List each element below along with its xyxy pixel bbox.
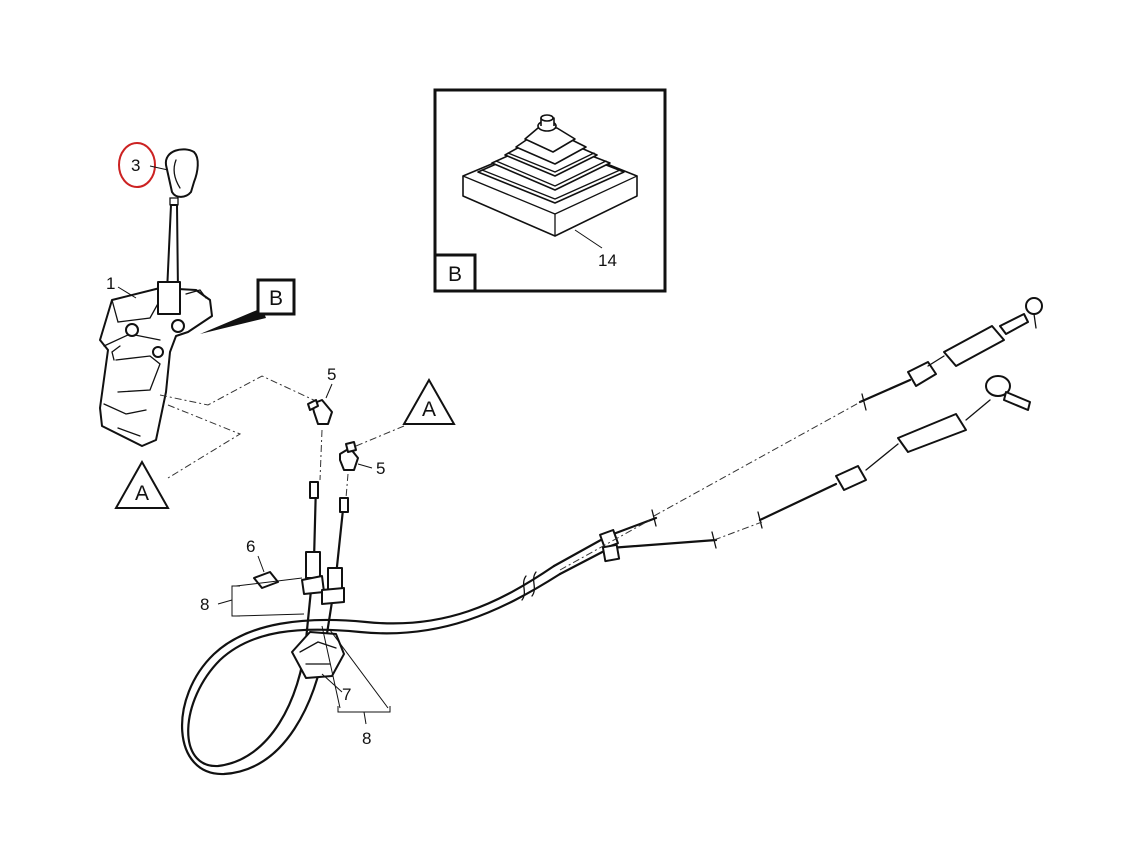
detail-inset-b: B 14 bbox=[433, 88, 667, 293]
inset-tag-letter: B bbox=[448, 263, 462, 286]
label-5b: 5 bbox=[376, 459, 385, 478]
highlight-ring bbox=[118, 142, 156, 188]
label-6: 6 bbox=[246, 537, 255, 556]
label-14: 14 bbox=[598, 251, 617, 270]
label-3: 3 bbox=[131, 156, 140, 175]
dash-a-clip bbox=[355, 425, 405, 447]
leader-5a bbox=[325, 383, 333, 399]
lever-rod bbox=[166, 204, 179, 293]
b-tag-box bbox=[256, 278, 296, 316]
leader-3 bbox=[149, 165, 169, 171]
dash-upper-cable bbox=[653, 399, 865, 517]
b-tag-letter: B bbox=[269, 287, 283, 310]
dash-housing-a bbox=[167, 404, 242, 479]
a-triangle-right bbox=[402, 377, 456, 425]
dash-housing-clip bbox=[159, 375, 319, 406]
leader-1 bbox=[117, 286, 137, 299]
gear-lever-assembly bbox=[99, 148, 213, 447]
shifter-housing bbox=[99, 287, 213, 447]
inset-tag-box bbox=[433, 253, 477, 293]
a-letter-right: A bbox=[422, 398, 436, 421]
retaining-clip bbox=[253, 571, 279, 589]
b-pointer bbox=[200, 308, 266, 334]
dash-lower-cable bbox=[713, 521, 763, 541]
a-letter-left: A bbox=[135, 482, 149, 505]
leader-6 bbox=[257, 555, 265, 573]
label-5a: 5 bbox=[327, 365, 336, 384]
label-7: 7 bbox=[342, 685, 351, 704]
label-1: 1 bbox=[106, 274, 115, 293]
cable-clip-upper bbox=[307, 399, 333, 425]
a-triangle-left bbox=[114, 459, 170, 509]
gear-cables bbox=[181, 297, 1043, 776]
bracket-8-left bbox=[231, 585, 240, 617]
label-8b: 8 bbox=[362, 729, 371, 748]
cable-clip-lower bbox=[339, 441, 359, 471]
leader-14 bbox=[574, 229, 603, 249]
gear-boot bbox=[462, 114, 638, 237]
bracket-8-bottom bbox=[337, 706, 391, 713]
leader-7 bbox=[321, 673, 343, 693]
lever-socket bbox=[157, 281, 181, 315]
leader-5b bbox=[357, 463, 373, 469]
label-8a: 8 bbox=[200, 595, 209, 614]
gear-knob bbox=[164, 148, 199, 198]
